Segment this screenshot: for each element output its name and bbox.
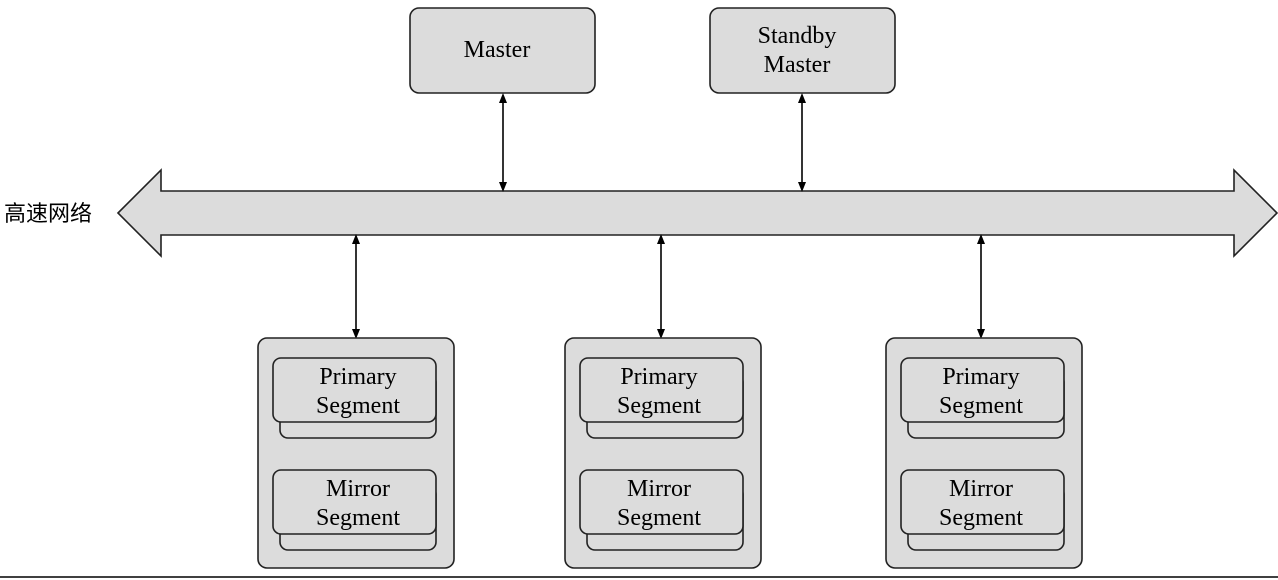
primary-segment-label-line1: Primary [942, 364, 1019, 390]
mirror-segment: Mirror Segment [272, 469, 437, 551]
segment-host-2: Primary Segment Mirror Segment [564, 337, 762, 569]
primary-segment-label-line2: Segment [939, 393, 1023, 419]
primary-segment: Primary Segment [900, 357, 1065, 439]
primary-segment-label-line2: Segment [316, 393, 400, 419]
standby-master-label-line1: Standby [758, 23, 837, 49]
mirror-segment-label-line2: Segment [939, 505, 1023, 531]
segment-host-3: Primary Segment Mirror Segment [885, 337, 1083, 569]
mirror-segment-label-line2: Segment [617, 505, 701, 531]
mirror-segment-label-line2: Segment [316, 505, 400, 531]
primary-segment-label-line1: Primary [620, 364, 697, 390]
network-label: 高速网络 [4, 202, 92, 227]
primary-segment: Primary Segment [579, 357, 744, 439]
master-node: Master [409, 7, 596, 94]
primary-segment: Primary Segment [272, 357, 437, 439]
network-bus-arrow [116, 168, 1278, 258]
mirror-segment: Mirror Segment [579, 469, 744, 551]
segment-host-1: Primary Segment Mirror Segment [257, 337, 455, 569]
primary-segment-label-line1: Primary [319, 364, 396, 390]
mirror-segment: Mirror Segment [900, 469, 1065, 551]
primary-segment-label-line2: Segment [617, 393, 701, 419]
master-label: Master [464, 37, 531, 63]
standby-master-label-line2: Master [764, 52, 831, 78]
standby-master-node: Standby Master [709, 7, 896, 94]
mirror-segment-label-line1: Mirror [326, 476, 390, 502]
mirror-segment-label-line1: Mirror [627, 476, 691, 502]
mirror-segment-label-line1: Mirror [949, 476, 1013, 502]
